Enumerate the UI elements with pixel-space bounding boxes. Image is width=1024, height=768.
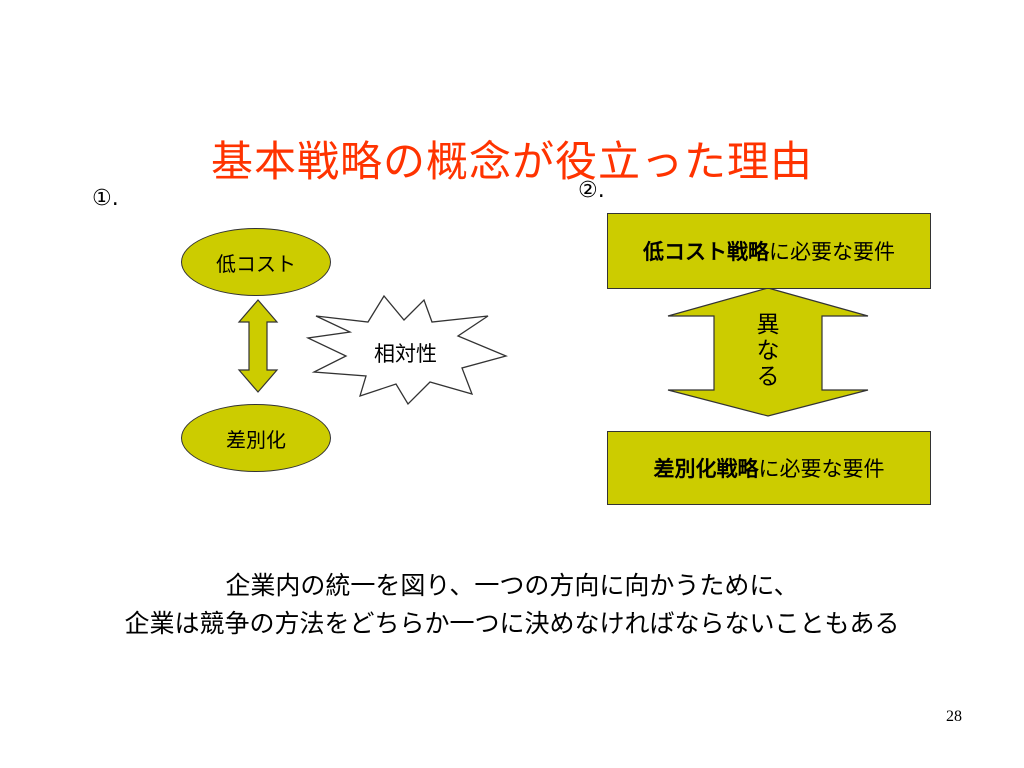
differentiation-ellipse: 差別化 <box>181 404 331 472</box>
differentiation-label: 差別化 <box>226 427 286 452</box>
low-cost-strategy-rest: に必要な要件 <box>769 240 895 264</box>
differentiation-strategy-bold: 差別化戦略 <box>653 457 759 481</box>
big-double-arrow <box>667 287 869 417</box>
differ-label: 異なる <box>756 312 780 390</box>
low-cost-ellipse: 低コスト <box>181 228 331 296</box>
low-cost-label: 低コスト <box>216 251 296 276</box>
conclusion-line-1: 企業内の統一を図り、一つの方向に向かうために、 <box>225 571 799 600</box>
starburst-shape <box>305 294 508 406</box>
conclusion-line-2: 企業は競争の方法をどちらか一つに決めなければならないこともある <box>124 609 900 638</box>
page-title: 基本戦略の概念が役立った理由 <box>210 137 813 186</box>
differentiation-strategy-rest: に必要な要件 <box>758 457 885 481</box>
page-number: 28 <box>946 708 962 725</box>
section-marker-2: ②. <box>578 178 605 203</box>
relativity-label: 相対性 <box>374 342 437 366</box>
section-marker-1: ①. <box>92 186 119 211</box>
differentiation-strategy-box: 差別化戦略に必要な要件 <box>607 431 931 505</box>
double-arrow <box>237 299 279 393</box>
low-cost-strategy-box: 低コスト戦略に必要な要件 <box>607 213 931 289</box>
low-cost-strategy-bold: 低コスト戦略 <box>643 240 769 264</box>
